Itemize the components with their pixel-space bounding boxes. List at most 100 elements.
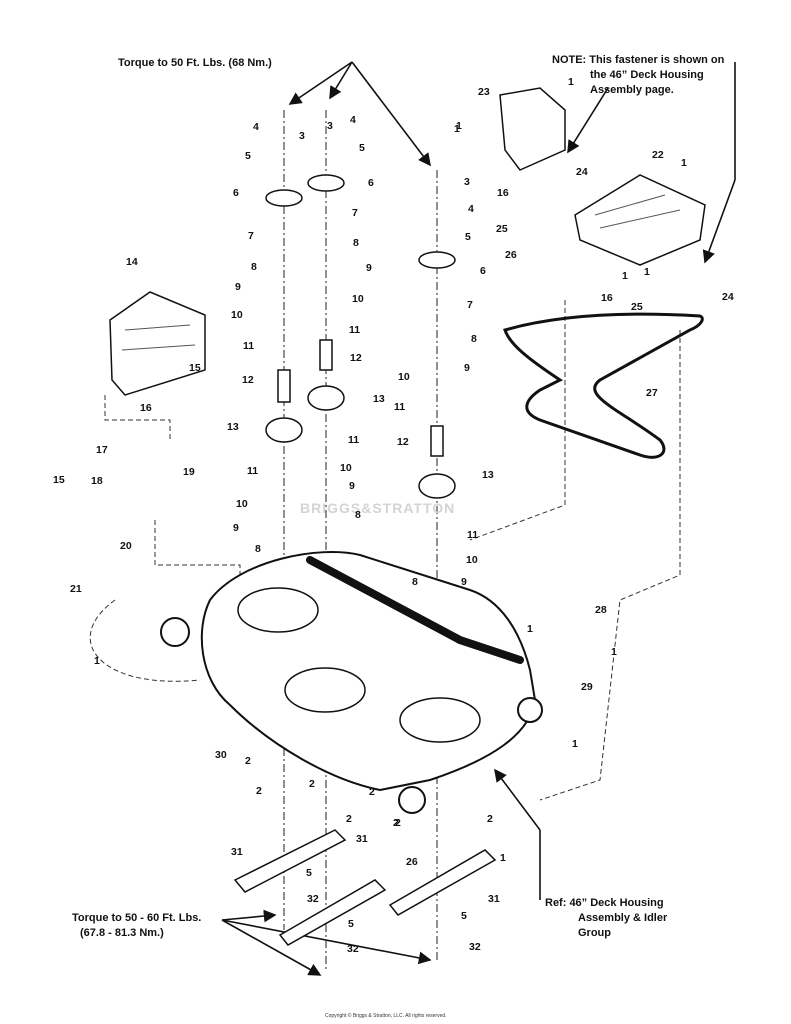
callout: 12: [242, 374, 254, 386]
callout: 2: [245, 755, 251, 767]
callout: 5: [245, 150, 251, 162]
callout: 3: [464, 176, 470, 188]
callout: 5: [461, 910, 467, 922]
callout: 5: [465, 231, 471, 243]
callout: 10: [231, 309, 243, 321]
callout: 9: [235, 281, 241, 293]
callout: 14: [126, 256, 138, 268]
callout: 8: [355, 509, 361, 521]
callout: 2: [487, 813, 493, 825]
callout: 16: [601, 292, 613, 304]
callout: 5: [348, 918, 354, 930]
callout: 12: [350, 352, 362, 364]
fastener-note-line2: the 46” Deck Housing: [590, 69, 704, 81]
callout: 9: [349, 480, 355, 492]
callout: 7: [467, 299, 473, 311]
callout: 11: [467, 529, 479, 541]
callout: 6: [233, 187, 239, 199]
callout: 10: [236, 498, 248, 510]
callout: 9: [464, 362, 470, 374]
callout: 12: [397, 436, 409, 448]
callout: 8: [255, 543, 261, 555]
callout: 16: [140, 402, 152, 414]
callout: 1: [527, 623, 533, 635]
callout: 17: [96, 444, 108, 456]
callout: 27: [646, 387, 658, 399]
callout: 11: [247, 465, 259, 477]
callout: 26: [406, 856, 418, 868]
callout: 5: [306, 867, 312, 879]
callout: 9: [366, 262, 372, 274]
callout: 15: [53, 474, 65, 486]
callout: 16: [497, 187, 509, 199]
callout: 2: [395, 817, 401, 829]
callout: 8: [412, 576, 418, 588]
callout: 15: [189, 362, 201, 374]
callout: 13: [482, 469, 494, 481]
torque-arrows: [221, 61, 736, 976]
callout: 11: [349, 324, 361, 336]
callout: 4: [350, 114, 356, 126]
callout: 7: [352, 207, 358, 219]
callout: 25: [496, 223, 508, 235]
torque-bottom-note-line1: Torque to 50 - 60 Ft. Lbs.: [72, 912, 202, 924]
callout: 10: [398, 371, 410, 383]
callout: 11: [348, 434, 360, 446]
callout: 10: [466, 554, 478, 566]
fastener-note-line3: Assembly page.: [590, 84, 674, 96]
callout: 2: [346, 813, 352, 825]
callout: 9: [233, 522, 239, 534]
callout: 18: [91, 475, 103, 487]
ref-note-line3: Group: [578, 927, 611, 939]
callout: 26: [505, 249, 517, 261]
callout: 1: [681, 157, 687, 169]
callout: 1: [572, 738, 578, 750]
watermark: BRIGGS&STRATTON: [300, 500, 456, 516]
callout: 24: [722, 291, 734, 303]
callout: 25: [631, 301, 643, 313]
callout: 2: [369, 786, 375, 798]
callout: 1: [622, 270, 628, 282]
callout: 9: [461, 576, 467, 588]
callout: 1: [644, 266, 650, 278]
callout: 21: [70, 583, 82, 595]
callout: 1: [568, 76, 574, 88]
copyright-text: Copyright © Briggs & Stratton, LLC. All …: [325, 1013, 447, 1019]
ref-note-line1: Ref: 46” Deck Housing: [545, 897, 664, 909]
callout: 4: [253, 121, 259, 133]
callout: 13: [373, 393, 385, 405]
callout: 2: [256, 785, 262, 797]
callout: 31: [356, 833, 368, 845]
callout: 32: [347, 943, 359, 955]
callout: 11: [243, 340, 255, 352]
callout: 8: [251, 261, 257, 273]
callout: 1: [500, 852, 506, 864]
callout: 31: [231, 846, 243, 858]
callout: 31: [488, 893, 500, 905]
callout: 11: [394, 401, 406, 413]
callout: 7: [248, 230, 254, 242]
callout: 3: [327, 120, 333, 132]
callout: 6: [480, 265, 486, 277]
fastener-note-line1: NOTE: This fastener is shown on: [552, 54, 725, 66]
callout: 1: [454, 123, 460, 135]
callout: 10: [352, 293, 364, 305]
callout: 8: [353, 237, 359, 249]
callout: 10: [340, 462, 352, 474]
callout: 4: [468, 203, 474, 215]
callout: 2: [309, 778, 315, 790]
callout: 22: [652, 149, 664, 161]
callout: 19: [183, 466, 195, 478]
callout: 29: [581, 681, 593, 693]
callout: 20: [120, 540, 132, 552]
callout: 1: [611, 646, 617, 658]
callout: 3: [299, 130, 305, 142]
torque-bottom-note-line2: (67.8 - 81.3 Nm.): [80, 927, 164, 939]
callout: 2: [393, 817, 399, 829]
callout: 13: [227, 421, 239, 433]
torque-top-note: Torque to 50 Ft. Lbs. (68 Nm.): [118, 57, 272, 69]
callout: 5: [359, 142, 365, 154]
callout: 32: [469, 941, 481, 953]
callout: 28: [595, 604, 607, 616]
